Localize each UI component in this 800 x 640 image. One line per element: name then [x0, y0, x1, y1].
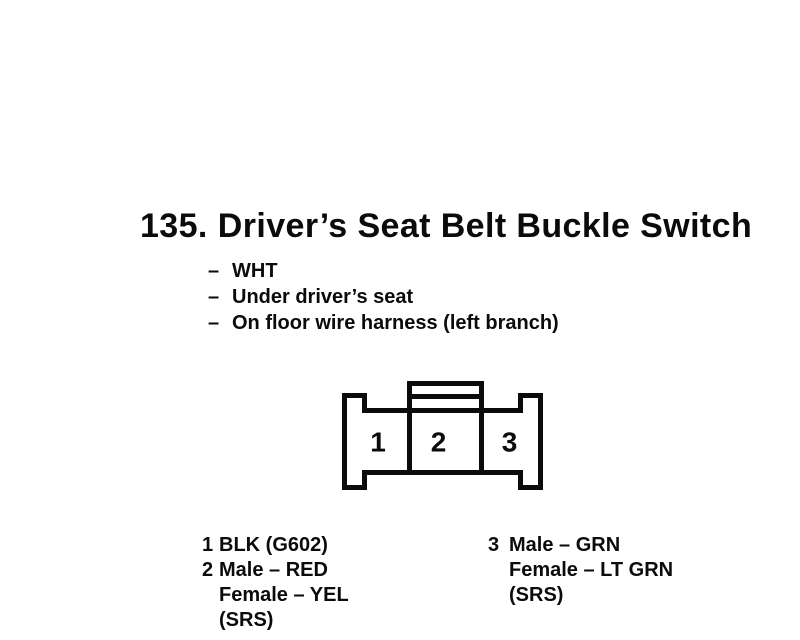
note-dash: – — [208, 312, 220, 334]
pin-label: Female – LT GRN — [509, 559, 674, 581]
connector-left-wing — [342, 393, 367, 490]
pin-row: (SRS) — [488, 583, 673, 608]
figure-title: Driver’s Seat Belt Buckle Switch — [217, 207, 753, 245]
pin-number: 1 — [202, 534, 214, 556]
note-row: – WHT — [208, 258, 559, 284]
pin-label: (SRS) — [509, 584, 564, 606]
note-dash: – — [208, 286, 220, 308]
figure-number: 135. — [140, 207, 208, 245]
pin-number — [202, 583, 219, 608]
pin-label: BLK (G602) — [219, 534, 328, 556]
pin-number: 3 — [488, 534, 500, 556]
pinout-right-column: 3 Male – GRN Female – LT GRN (SRS) — [488, 533, 673, 608]
note-row: – On floor wire harness (left branch) — [208, 310, 559, 336]
pin-label: Male – RED — [219, 559, 328, 581]
note-text: On floor wire harness (left branch) — [232, 312, 559, 334]
pin-label: Male – GRN — [509, 534, 621, 556]
connector-diagram: 1 2 3 — [342, 381, 543, 490]
pin-number: 2 — [202, 559, 214, 581]
pin-row: 3 Male – GRN — [488, 533, 673, 558]
note-dash: – — [208, 260, 220, 282]
pin-number — [488, 583, 509, 608]
pin-row: 2 Male – RED — [202, 558, 349, 583]
pin-label: Female – YEL — [219, 584, 349, 606]
cavity-number-3: 3 — [502, 427, 518, 458]
pin-row: 1 BLK (G602) — [202, 533, 349, 558]
note-row: – Under driver’s seat — [208, 284, 559, 310]
figure-header: 135. Driver’s Seat Belt Buckle Switch — [140, 209, 752, 243]
pinout-left-column: 1 BLK (G602) 2 Male – RED Female – YEL (… — [202, 533, 349, 633]
pin-row: Female – YEL — [202, 583, 349, 608]
pin-label: (SRS) — [219, 609, 274, 631]
note-text: WHT — [232, 260, 278, 282]
cavity-number-1: 1 — [370, 427, 386, 458]
cavity-number-2: 2 — [431, 427, 447, 458]
location-notes: – WHT – Under driver’s seat – On floor w… — [208, 258, 559, 336]
pin-number — [488, 558, 509, 583]
pin-row: (SRS) — [202, 608, 349, 633]
pin-number — [202, 608, 219, 633]
note-text: Under driver’s seat — [232, 286, 414, 308]
connector-right-wing — [518, 393, 543, 490]
pin-row: Female – LT GRN — [488, 558, 673, 583]
